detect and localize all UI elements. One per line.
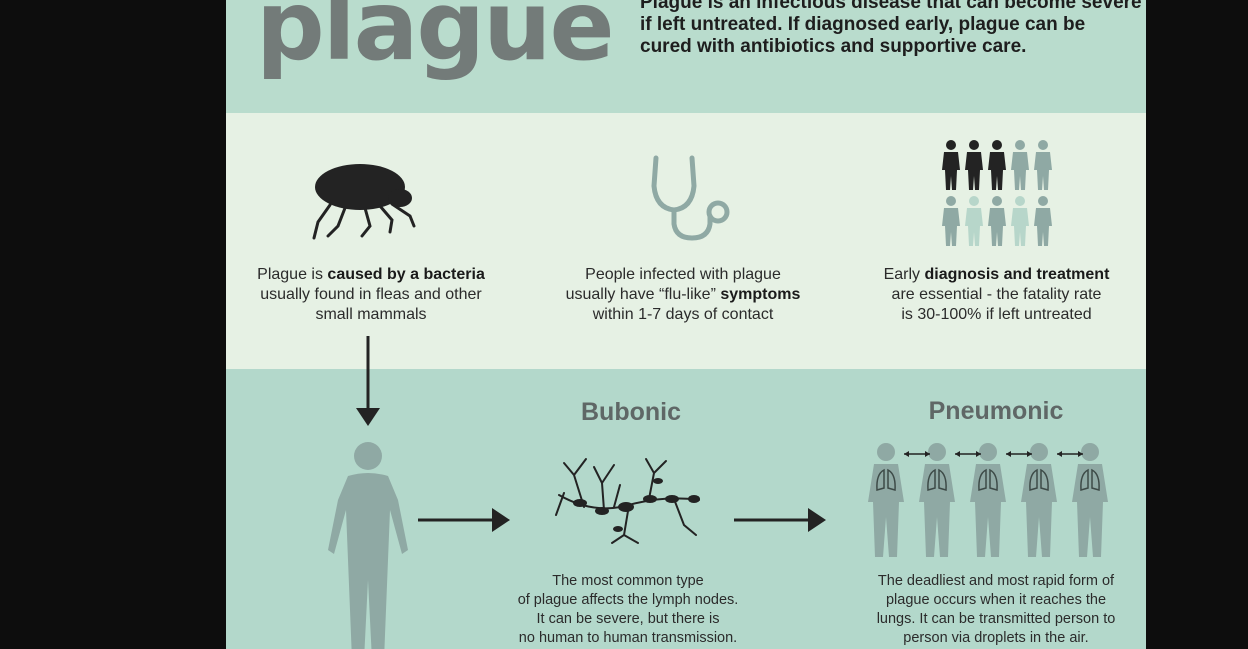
pneumonic-description: The deadliest and most rapid form of pla…	[846, 572, 1146, 648]
symptoms-line-3: within 1-7 days of contact	[592, 306, 774, 323]
page-title: plague	[256, 0, 615, 82]
intro-text: Plague is an infectious disease that can…	[640, 0, 1142, 58]
person-figure	[988, 196, 1006, 246]
people-group-icon	[942, 140, 1052, 246]
person-figure	[988, 140, 1006, 190]
cause-line-3: small mammals	[315, 306, 427, 323]
right-arrow-icon	[418, 508, 510, 532]
bubonic-line-3: It can be severe, but there is	[536, 611, 720, 627]
treatment-text-a: Early	[883, 266, 925, 283]
down-arrow-icon	[356, 336, 380, 426]
bubonic-line-1: The most common type	[552, 573, 704, 589]
intro-line-1: Plague is an infectious disease that can…	[640, 0, 1142, 13]
pneumonic-heading: Pneumonic	[928, 397, 1064, 425]
bubonic-line-2: of plague affects the lymph nodes.	[517, 592, 739, 608]
double-arrow-icon	[1057, 451, 1083, 457]
person-figure	[1034, 196, 1052, 246]
lungs-person-figure	[1072, 443, 1108, 557]
double-arrow-icon	[955, 451, 981, 457]
treatment-line-1: Early diagnosis and treatment	[854, 265, 1139, 285]
symptoms-text-bold: symptoms	[720, 286, 801, 303]
person-figure	[1011, 196, 1029, 246]
human-figure-icon	[328, 442, 408, 649]
treatment-text-bold: diagnosis and treatment	[924, 266, 1110, 283]
person-figure	[1011, 140, 1029, 190]
double-arrow-icon	[904, 451, 930, 457]
flea-icon	[312, 164, 416, 240]
person-figure	[942, 196, 960, 246]
lungs-person-figure	[970, 443, 1006, 557]
symptoms-caption: People infected with plague usually have…	[538, 265, 828, 325]
pneumonic-line-1: The deadliest and most rapid form of	[877, 573, 1115, 589]
pneumonic-line-3: lungs. It can be transmitted person to	[876, 611, 1116, 627]
person-figure	[942, 140, 960, 190]
double-arrow-icon	[1006, 451, 1032, 457]
treatment-line-2: are essential - the fatality rate	[891, 286, 1102, 303]
cause-text-bold: caused by a bacteria	[327, 266, 485, 283]
lymph-nodes-icon	[555, 458, 700, 544]
person-figure	[965, 140, 983, 190]
cause-line-1: Plague is caused by a bacteria	[236, 265, 506, 285]
person-figure	[1034, 140, 1052, 190]
lungs-person-figure	[868, 443, 904, 557]
lungs-transmission-icon	[868, 443, 1108, 557]
right-arrow-icon	[734, 508, 826, 532]
bubonic-line-4: no human to human transmission.	[518, 630, 738, 646]
symptoms-line-1: People infected with plague	[585, 266, 781, 283]
pneumonic-line-2: plague occurs when it reaches the	[885, 592, 1107, 608]
pneumonic-line-4: person via droplets in the air.	[903, 630, 1089, 646]
treatment-caption: Early diagnosis and treatment are essent…	[854, 265, 1139, 325]
cause-text-a: Plague is	[257, 266, 328, 283]
stethoscope-icon	[651, 155, 730, 241]
lungs-person-figure	[1021, 443, 1057, 557]
infographic-panel: plague Plague is an infectious disease t…	[226, 0, 1146, 649]
intro-line-3: cured with antibiotics and supportive ca…	[640, 36, 1027, 57]
cause-caption: Plague is caused by a bacteria usually f…	[236, 265, 506, 325]
header-band	[226, 0, 1146, 113]
lungs-person-figure	[919, 443, 955, 557]
bubonic-heading: Bubonic	[581, 398, 681, 426]
symptoms-line-2: usually have “flu-like” symptoms	[538, 285, 828, 305]
bubonic-description: The most common type of plague affects t…	[478, 572, 778, 648]
person-figure	[965, 196, 983, 246]
cause-line-2: usually found in fleas and other	[260, 286, 482, 303]
intro-line-2: if left untreated. If diagnosed early, p…	[640, 14, 1086, 35]
treatment-line-3: is 30-100% if left untreated	[901, 306, 1092, 323]
symptoms-text-a: usually have “flu-like”	[565, 286, 721, 303]
